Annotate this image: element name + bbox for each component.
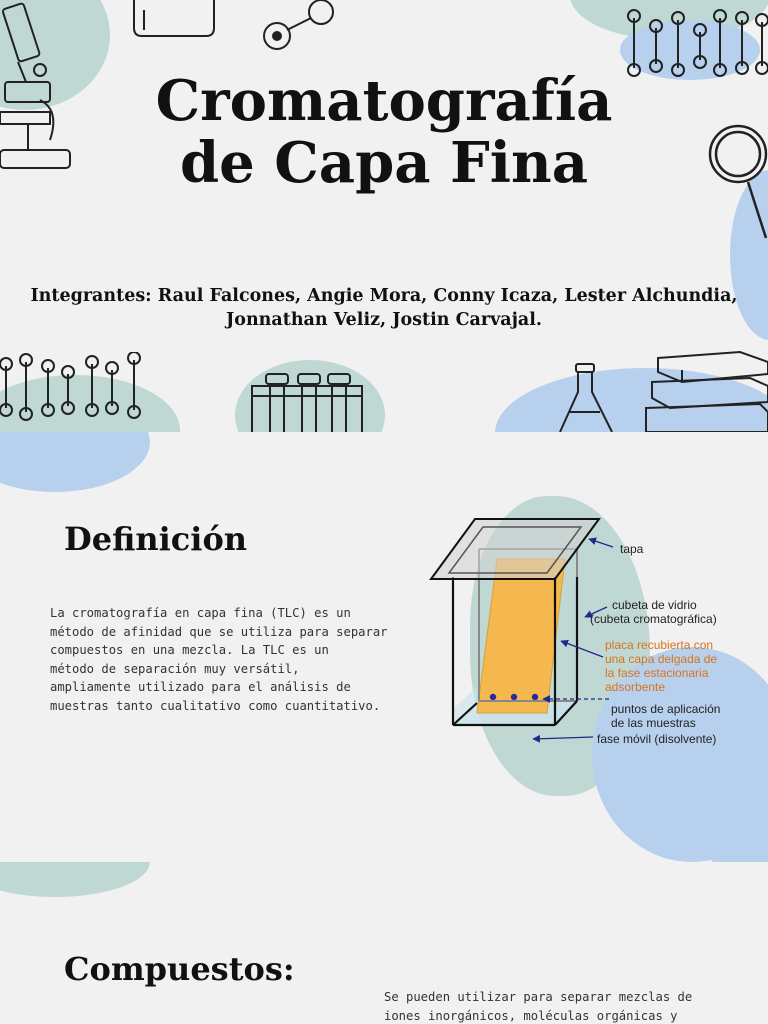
label-plate: una capa delgada de <box>605 652 717 666</box>
sample-spot <box>510 693 518 701</box>
chamber-lid <box>447 526 583 574</box>
title-line-2: de Capa Fina <box>179 130 589 196</box>
beaker-sketch-icon <box>133 0 215 37</box>
compounds-heading: Compuestos: <box>64 950 295 988</box>
magnifier-sketch-icon <box>708 124 768 239</box>
dna-sketch-icon <box>0 352 141 421</box>
books-sketch-icon <box>645 350 768 432</box>
members-line-1: Integrantes: Raul Falcones, Angie Mora, … <box>30 286 738 306</box>
definition-paragraph: La cromatografía en capa fina (TLC) es u… <box>50 606 388 713</box>
compounds-slide: Compuestos: Se pueden utilizar para sepa… <box>0 862 768 1024</box>
molecule-sketch-icon <box>263 0 334 50</box>
mobile-phase-solvent <box>453 687 477 725</box>
blob-decoration <box>0 432 150 492</box>
label-lid: tapa <box>620 542 644 556</box>
members-line-2: Jonnathan Veliz, Jostin Carvajal. <box>226 310 542 330</box>
tlc-plate <box>476 558 566 714</box>
blob-decoration <box>0 862 150 897</box>
tlc-chamber-diagram: tapa cubeta de vidrio (cubeta cromatográ… <box>429 518 720 746</box>
label-mobile-phase: fase móvil (disolvente) <box>597 732 716 746</box>
label-plate: placa recubierta con <box>605 638 713 652</box>
compounds-paragraph: Se pueden utilizar para separar mezclas … <box>384 990 693 1023</box>
label-glass: (cubeta cromatográfica) <box>590 612 717 626</box>
flask-sketch-icon <box>559 363 613 432</box>
title-slide: Cromatografía de Capa Fina Integrantes: … <box>0 0 768 432</box>
label-glass: cubeta de vidrio <box>612 598 697 612</box>
label-plate: la fase estacionaria <box>605 666 709 680</box>
title-line-1: Cromatografía <box>155 68 613 134</box>
chamber-lid <box>429 518 601 580</box>
sample-spot <box>531 693 539 701</box>
dna-sketch-icon <box>627 9 768 77</box>
definition-slide: Definición La cromatografía en capa fina… <box>0 432 768 862</box>
sample-spot <box>489 693 497 701</box>
test-tube-rack-sketch-icon <box>251 373 363 432</box>
page-title: Cromatografía de Capa Fina <box>0 70 768 194</box>
label-plate: adsorbente <box>605 680 665 694</box>
members-list: Integrantes: Raul Falcones, Angie Mora, … <box>0 284 768 332</box>
microscope-sketch-icon <box>0 2 71 169</box>
definition-heading: Definición <box>64 520 248 558</box>
label-sample-points: puntos de aplicación <box>611 702 720 716</box>
label-sample-points: de las muestras <box>611 716 696 730</box>
